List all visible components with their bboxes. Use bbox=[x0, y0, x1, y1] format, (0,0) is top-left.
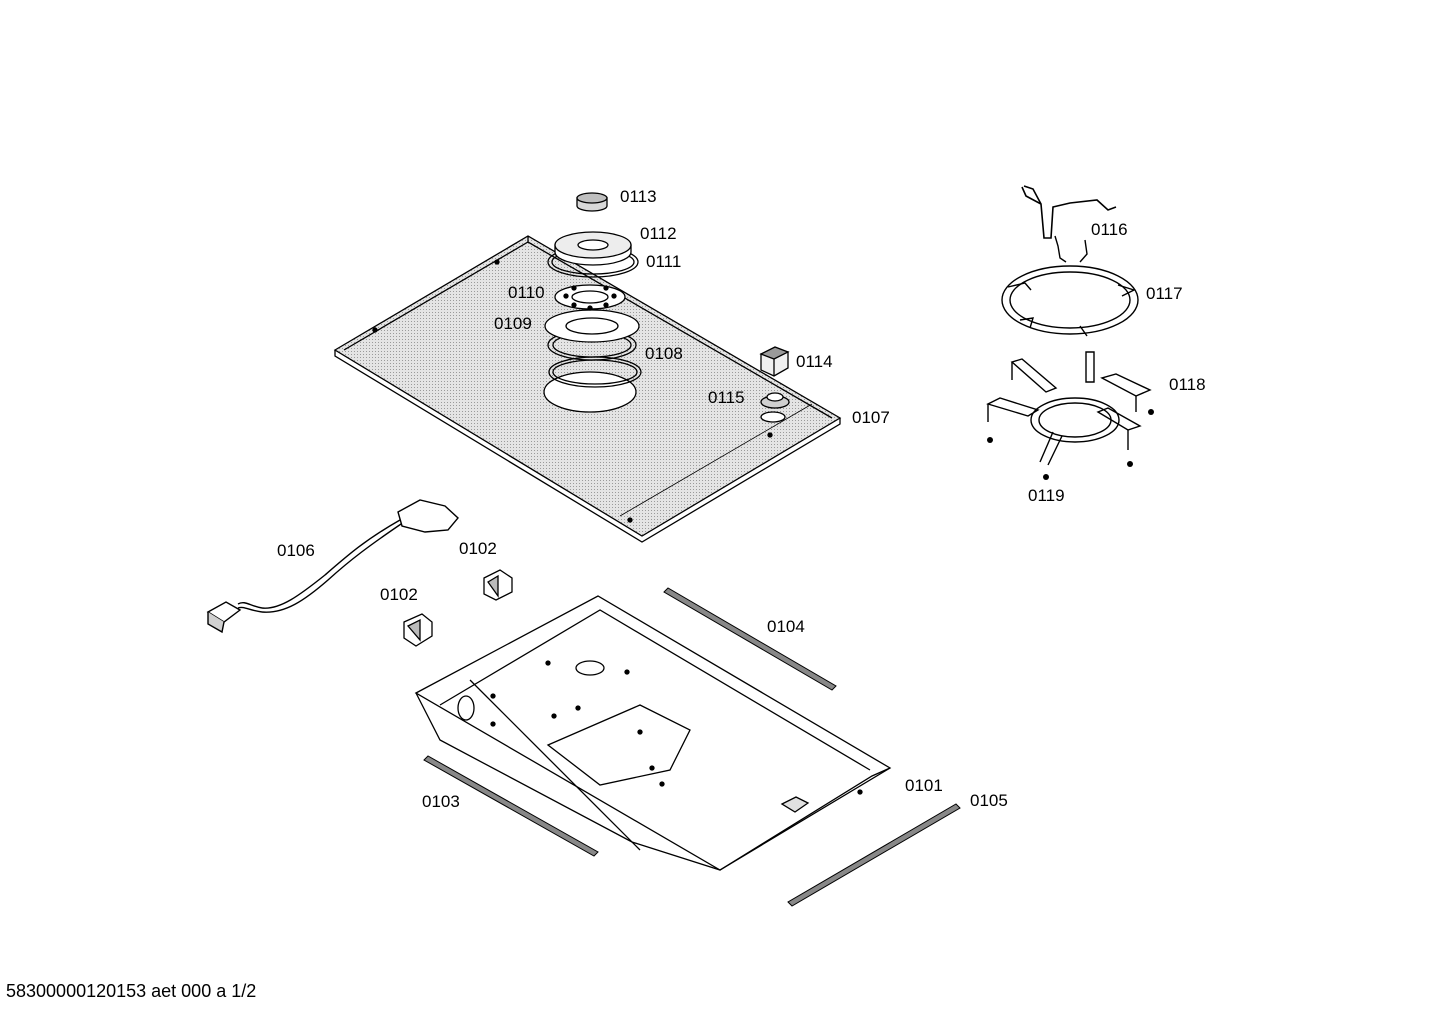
label-0110: 0110 bbox=[508, 283, 545, 302]
pan-support-clip bbox=[1021, 185, 1117, 239]
label-0111: 0111 bbox=[646, 252, 682, 271]
label-0116: 0116 bbox=[1091, 220, 1128, 239]
label-0119: 0119 bbox=[1028, 486, 1065, 505]
label-0105: 0105 bbox=[970, 791, 1008, 810]
seal-strip-0105 bbox=[787, 803, 961, 907]
fixing-bracket-right bbox=[483, 569, 513, 601]
hob-top-plate bbox=[333, 235, 842, 543]
label-0108: 0108 bbox=[645, 344, 683, 363]
label-0104: 0104 bbox=[767, 617, 805, 636]
label-0118: 0118 bbox=[1169, 375, 1206, 394]
label-0109: 0109 bbox=[494, 314, 532, 333]
label-0102-right: 0102 bbox=[459, 539, 497, 558]
fixing-bracket-left bbox=[403, 613, 433, 647]
pan-support-grid bbox=[986, 351, 1152, 466]
burner-assembly bbox=[544, 192, 642, 388]
bottom-tray bbox=[414, 595, 892, 871]
power-cord bbox=[206, 499, 459, 634]
label-0102-left: 0102 bbox=[380, 585, 418, 604]
label-0115: 0115 bbox=[708, 388, 745, 407]
label-0101: 0101 bbox=[905, 776, 943, 795]
seal-strip-0104 bbox=[663, 587, 837, 691]
label-0106: 0106 bbox=[277, 541, 315, 560]
label-0113: 0113 bbox=[620, 187, 657, 206]
label-0117: 0117 bbox=[1146, 284, 1183, 303]
document-code: 58300000120153 aet 000 a 1/2 bbox=[6, 981, 257, 1001]
seal-strip-0103 bbox=[423, 755, 599, 857]
screw-set bbox=[987, 409, 1154, 480]
label-0114: 0114 bbox=[796, 352, 833, 371]
control-knob bbox=[759, 346, 790, 423]
ring-trivet bbox=[1001, 235, 1139, 337]
label-0103: 0103 bbox=[422, 792, 460, 811]
label-0107: 0107 bbox=[852, 408, 890, 427]
label-0112: 0112 bbox=[640, 224, 677, 243]
